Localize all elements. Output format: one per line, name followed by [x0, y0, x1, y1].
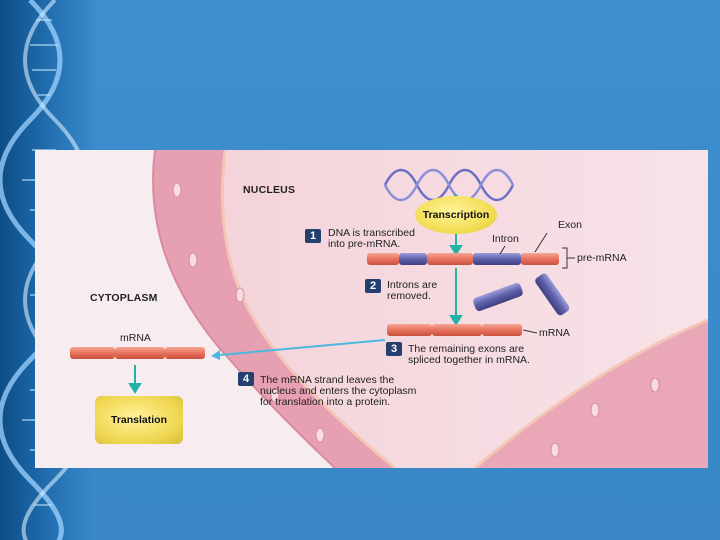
- step-4-text: The mRNA strand leaves the nucleus and e…: [260, 375, 416, 408]
- translation-pill: Translation: [95, 396, 183, 444]
- exon-label: Exon: [558, 220, 582, 231]
- cytoplasm-label: CYTOPLASM: [90, 293, 158, 304]
- step-2-text: Introns are removed.: [387, 280, 437, 302]
- step-2-badge: 2: [365, 279, 381, 293]
- mrna-nucleus-label: mRNA: [539, 328, 570, 339]
- mrna-cytoplasm-label: mRNA: [120, 333, 151, 344]
- transcription-label: Transcription: [423, 209, 490, 221]
- step-3-badge: 3: [386, 342, 402, 356]
- step-4-badge: 4: [238, 372, 254, 386]
- mrna-nucleus-strand: [387, 324, 522, 336]
- pre-mrna-strand: [367, 253, 559, 265]
- mrna-cytoplasm-strand: [70, 347, 205, 359]
- nucleus-label: NUCLEUS: [243, 185, 295, 196]
- intron-label: Intron: [492, 234, 519, 245]
- step-1-text: DNA is transcribed into pre-mRNA.: [328, 228, 415, 250]
- gene-expression-figure: NUCLEUS CYTOPLASM Transcription Translat…: [35, 150, 708, 468]
- step-1-badge: 1: [305, 229, 321, 243]
- pre-mrna-label: pre-mRNA: [577, 253, 627, 264]
- transcription-pill: Transcription: [415, 196, 497, 234]
- step-3-text: The remaining exons are spliced together…: [408, 344, 530, 366]
- translation-label: Translation: [111, 414, 167, 426]
